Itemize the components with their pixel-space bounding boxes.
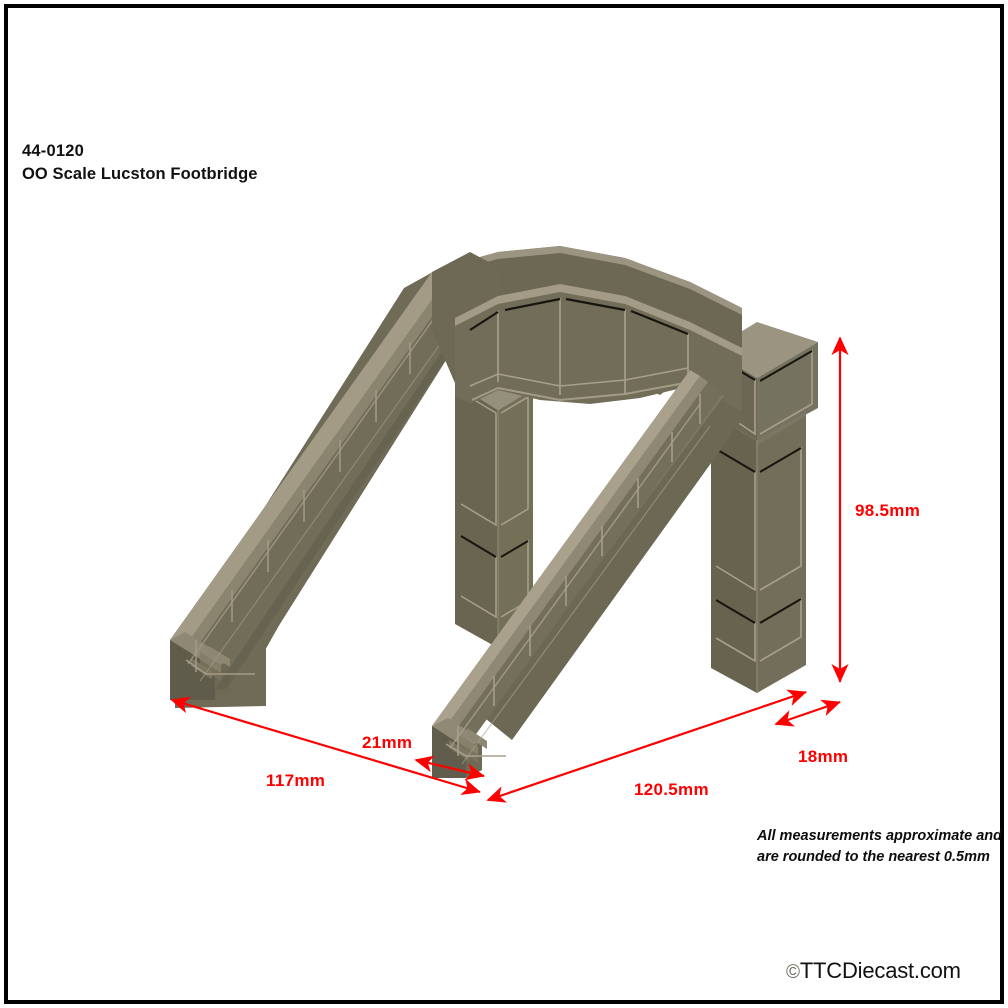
disclaimer-line-2: are rounded to the nearest 0.5mm <box>757 849 990 866</box>
watermark-text: TTCDiecast.com <box>799 958 961 983</box>
dimension-height-label: 98.5mm <box>855 501 920 520</box>
dimension-overall-width-label: 117mm <box>266 771 325 790</box>
dimension-stair-width-label: 21mm <box>362 733 412 752</box>
dimension-stair-width: 21mm <box>362 733 485 781</box>
center-arch-span <box>455 284 742 420</box>
footbridge-model <box>170 246 818 778</box>
dimension-depth-label: 120.5mm <box>634 780 709 799</box>
copyright-icon: © <box>786 962 800 983</box>
dimension-depth: 120.5mm <box>486 689 807 803</box>
right-stair-ramp <box>432 370 742 778</box>
product-code: 44-0120 <box>22 142 84 160</box>
measurement-disclaimer: All measurements approximate and are rou… <box>757 826 1007 868</box>
dimension-pier-width-label: 18mm <box>798 747 848 766</box>
dimension-height: 98.5mm <box>831 336 920 683</box>
disclaimer-line-1: All measurements approximate and <box>757 828 1002 844</box>
product-name: OO Scale Lucston Footbridge <box>22 164 258 183</box>
right-pier <box>711 322 818 693</box>
watermark: ©TTCDiecast.com <box>786 958 961 984</box>
dimension-annotations: 98.5mm 117mm 21mm 120.5mm 18mm <box>170 336 920 803</box>
left-stair-ramp <box>170 268 487 708</box>
dimension-pier-width: 18mm <box>774 699 848 766</box>
title-block: 44-0120 OO Scale Lucston Footbridge <box>22 140 258 186</box>
